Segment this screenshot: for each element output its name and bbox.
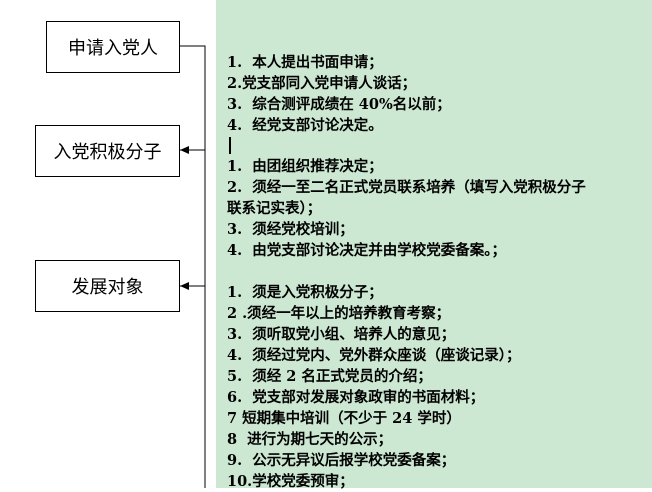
stage-box-activist: 入党积极分子 bbox=[35, 125, 180, 177]
requirements-candidate: 1. 须是入党积极分子； 2 .须经一年以上的培养教育考察； 3. 须听取党小组… bbox=[227, 282, 637, 492]
flow-chart-panel bbox=[0, 0, 216, 488]
stage-label-activist: 入党积极分子 bbox=[53, 142, 162, 163]
list-item: 3. 综合测评成绩在 40%名以前； bbox=[227, 96, 451, 113]
list-item: 2. 须经一至二名正式党员联系培养（填写入党积极分子联系记实表）； bbox=[227, 179, 586, 217]
list-item: 10.学校党委预审； bbox=[227, 473, 354, 490]
list-item: 1. 本人提出书面申请； bbox=[227, 54, 383, 71]
list-item: 1. 由团组织推荐决定； bbox=[227, 158, 383, 175]
list-item: 3. 须听取党小组、培养人的意见； bbox=[227, 326, 456, 343]
list-item: 4. 经党支部讨论决定。 bbox=[227, 117, 383, 134]
list-item: 5. 须经 2 名正式党员的介绍； bbox=[227, 368, 432, 385]
stage-box-applicant: 申请入党人 bbox=[46, 21, 180, 73]
list-item: 8 进行为期七天的公示； bbox=[227, 431, 393, 448]
list-item: 9. 公示无异议后报学校党委备案； bbox=[227, 452, 456, 469]
stage-label-candidate: 发展对象 bbox=[71, 277, 144, 298]
stage-label-applicant: 申请入党人 bbox=[68, 38, 158, 59]
list-item: 4. 须经过党内、党外群众座谈（座谈记录）； bbox=[227, 347, 521, 364]
list-item: 6. 党支部对发展对象政审的书面材料； bbox=[227, 389, 485, 406]
list-item: 3. 须经党校培训； bbox=[227, 221, 354, 238]
stage-box-candidate: 发展对象 bbox=[35, 260, 180, 312]
requirements-activist: 1. 由团组织推荐决定； 2. 须经一至二名正式党员联系培养（填写入党积极分子联… bbox=[227, 156, 637, 261]
list-item: 2.党支部同入党申请人谈话； bbox=[227, 75, 417, 92]
list-item: 4. 由党支部讨论决定并由学校党委备案。； bbox=[227, 242, 506, 259]
requirements-applicant: 1. 本人提出书面申请； 2.党支部同入党申请人谈话； 3. 综合测评成绩在 4… bbox=[227, 52, 637, 136]
requirements-panel bbox=[216, 0, 652, 488]
list-item: 7 短期集中培训（不少于 24 学时） bbox=[227, 410, 461, 427]
list-item: 2 .须经一年以上的培养教育考察； bbox=[227, 305, 451, 322]
text-cursor bbox=[229, 137, 231, 154]
list-item: 1. 须是入党积极分子； bbox=[227, 284, 383, 301]
